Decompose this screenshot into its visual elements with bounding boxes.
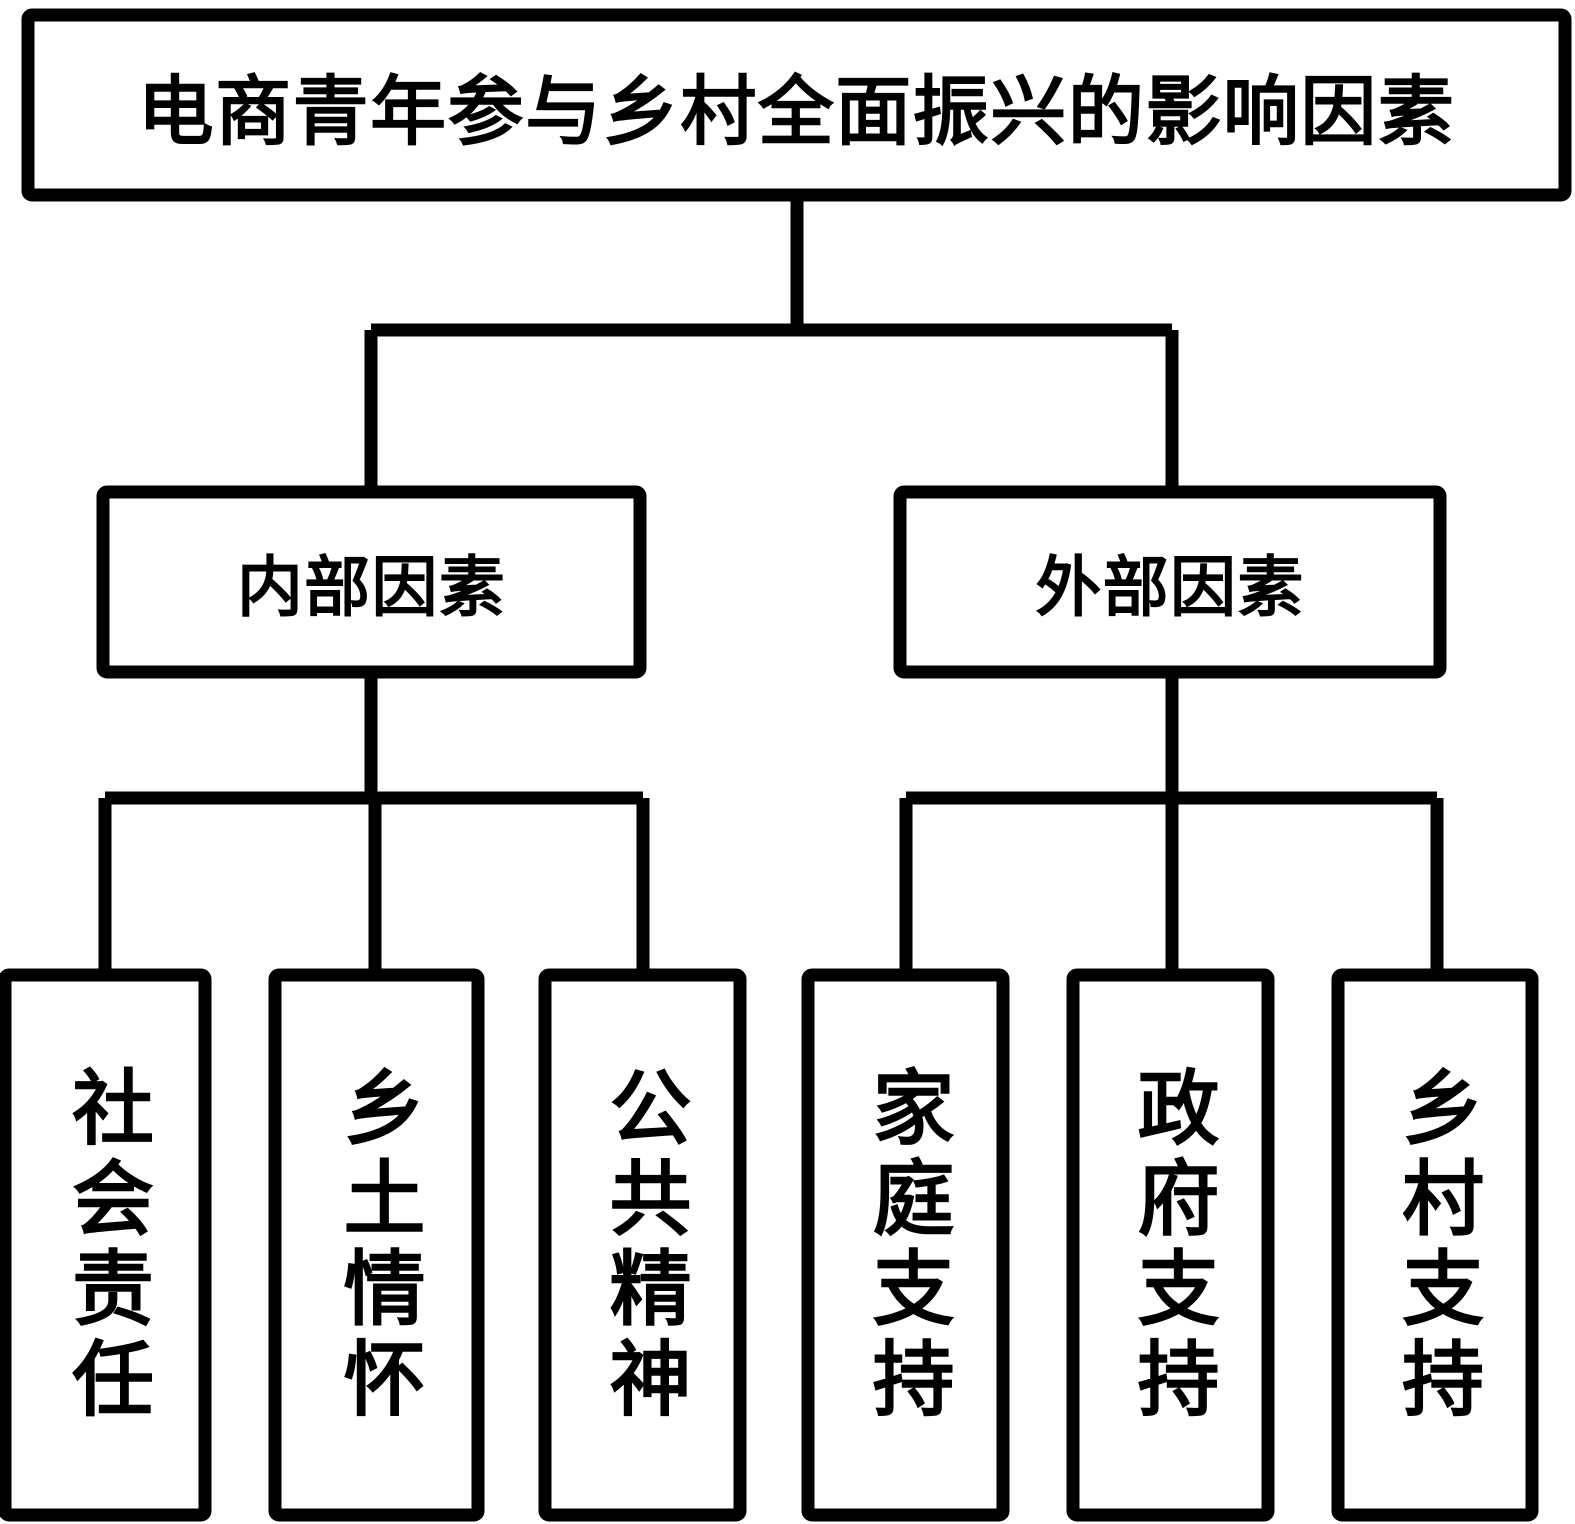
node-box-root[interactable] — [21, 8, 1572, 202]
node-box-external[interactable] — [893, 485, 1447, 679]
node-box-leaf-2[interactable] — [538, 968, 747, 1522]
node-box-leaf-1[interactable] — [268, 968, 485, 1522]
connector-group — [98, 195, 1444, 980]
node-box-leaf-5[interactable] — [1331, 968, 1539, 1522]
node-box-internal[interactable] — [96, 485, 647, 679]
node-box-group — [0, 8, 1572, 1522]
node-box-leaf-0[interactable] — [0, 968, 212, 1522]
node-box-leaf-3[interactable] — [801, 968, 1010, 1522]
node-box-leaf-4[interactable] — [1066, 968, 1275, 1522]
